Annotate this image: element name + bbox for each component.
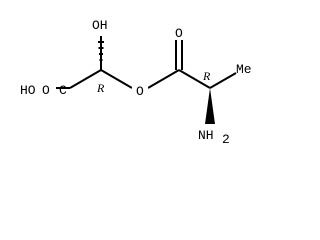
atom-label-ester-oxygen: O [136,84,144,99]
bond-carbonyl-alpha [178,69,211,89]
atom-label-amine: NH [198,128,214,143]
bond-oester-carbonyl [147,69,180,89]
wedge-bond-alpha-nh2 [205,88,215,124]
bond-alpha-methyl [209,72,237,89]
bond-layer [55,36,237,89]
atom-label-methyl: Me [236,62,252,77]
bond-c1-oester [100,69,133,89]
hash-bond-c1-oh [98,41,104,67]
atom-label-hydroxyl: OH [92,18,108,33]
bond-c1-cooh [69,69,102,89]
stereo-label-right: R [202,69,211,83]
atom-label-amine-subscript: 2 [222,132,230,147]
atom-label-carboxylic-acid: HO [20,83,36,98]
stereo-label-left: R [96,81,105,95]
atom-label-layer: OH HO C O O O Me NH 2 [18,14,252,147]
molecule-structure: OH HO C O O O Me NH 2 R R [18,14,252,147]
atom-label-carbonyl-oxygen: O [175,26,183,41]
atom-label-acid-oxygen: O [42,83,50,98]
atom-label-acid-carbon: C [59,83,67,98]
stereo-label-layer: R R [96,69,211,95]
stereo-bond-layer [98,41,215,124]
